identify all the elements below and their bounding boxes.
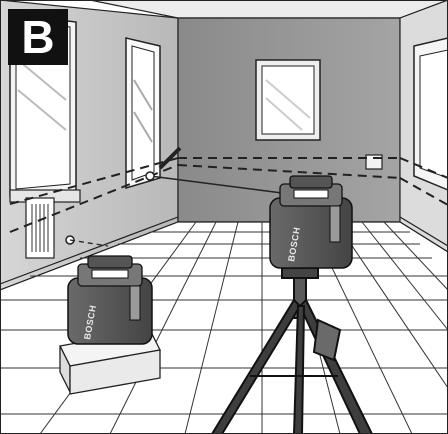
left-laser-device: BOSCH <box>68 256 152 344</box>
panel-label: B <box>8 9 68 65</box>
right-laser-device: BOSCH <box>270 176 352 268</box>
back-window <box>256 60 320 140</box>
laser-point-upper <box>146 172 154 180</box>
wall-panel <box>26 198 54 258</box>
right-window <box>414 38 448 190</box>
left-window-small <box>126 38 160 188</box>
